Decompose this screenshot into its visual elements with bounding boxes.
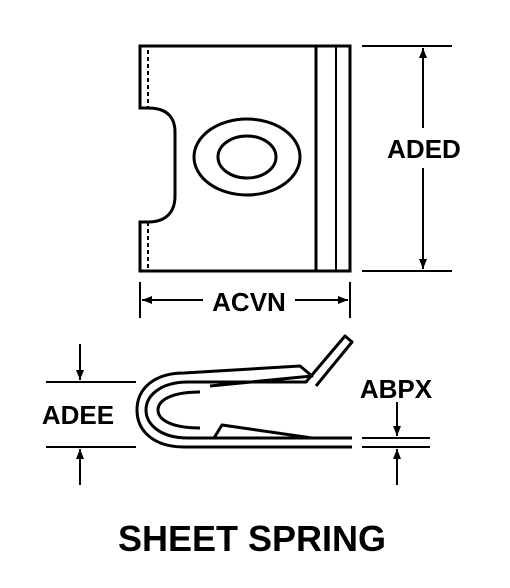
top-view <box>138 44 352 273</box>
outer-oval <box>192 117 302 197</box>
thickness-dimension <box>362 402 430 485</box>
overall-height-label: ADEE <box>42 400 114 430</box>
overall-height-dimension <box>46 344 136 485</box>
plate-outline <box>138 44 352 273</box>
height-dimension <box>362 45 452 272</box>
side-view <box>135 334 354 449</box>
diagram-title: SHEET SPRING <box>118 518 386 559</box>
inner-oval <box>216 134 278 180</box>
inner-curl <box>156 390 201 430</box>
lower-tab <box>212 423 313 440</box>
height-label: ADED <box>387 134 461 164</box>
spring-inner <box>135 364 352 449</box>
thickness-label: ABPX <box>360 374 433 404</box>
width-dimension <box>139 282 351 318</box>
width-label: ACVN <box>212 287 286 317</box>
spring-outer <box>144 334 354 440</box>
